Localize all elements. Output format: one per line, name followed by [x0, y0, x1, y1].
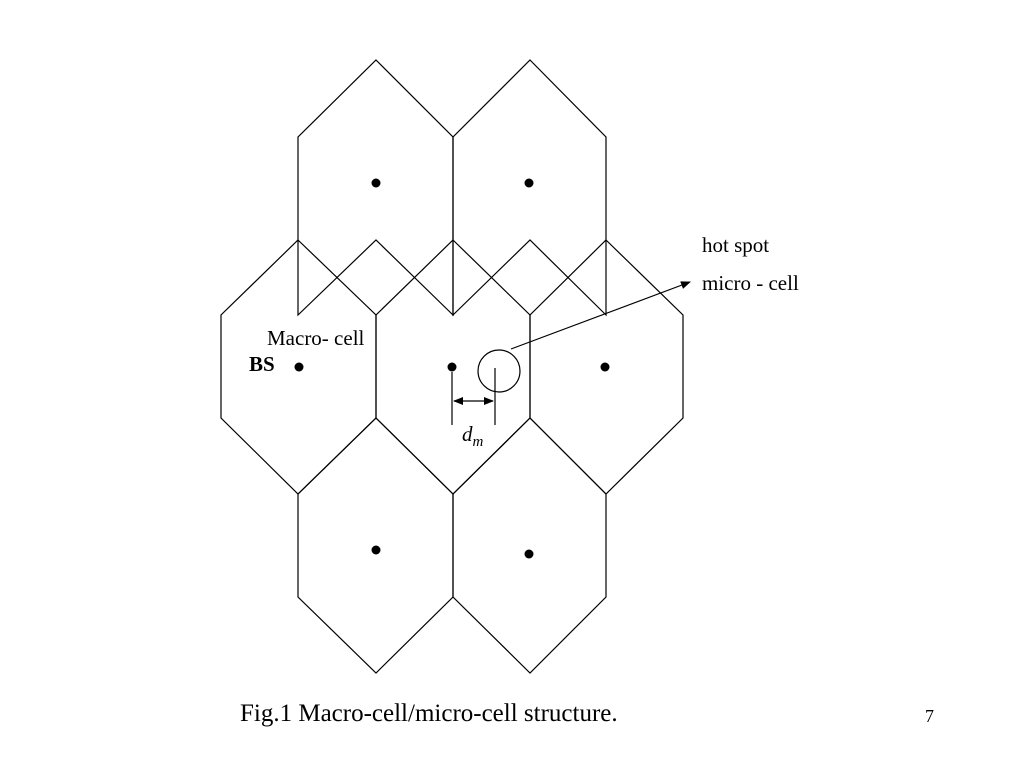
hotspot-label-line2: micro - cell — [702, 271, 799, 295]
hotspot-pointer-arrow — [510, 281, 691, 350]
hotspot-micro-cell — [477, 349, 521, 393]
base-station-dot-bottom-right — [524, 549, 534, 559]
base-station-dot-center — [447, 362, 457, 372]
distance-subscript: m — [473, 434, 484, 450]
distance-label: dm — [462, 422, 484, 450]
macro-cell-bottom-left — [297, 417, 454, 674]
base-station-dot-top-right — [524, 178, 534, 188]
base-station-label: BS — [249, 352, 275, 376]
base-station-dot-bottom-left — [371, 545, 381, 555]
page-number: 7 — [925, 706, 934, 726]
hotspot-label-line1: hot spot — [702, 233, 769, 257]
macro-cell-top-right — [452, 59, 607, 317]
macro-cell-label: Macro- cell — [267, 326, 365, 350]
base-station-dot-left — [294, 362, 304, 372]
macro-cell-top-left — [297, 59, 454, 317]
base-station-dot-top-left — [371, 178, 381, 188]
macro-cell-bottom-right — [452, 417, 607, 674]
distance-symbol: d — [462, 422, 473, 446]
figure-caption: Fig.1 Macro-cell/micro-cell structure. — [240, 700, 618, 727]
base-station-dot-right — [600, 362, 610, 372]
